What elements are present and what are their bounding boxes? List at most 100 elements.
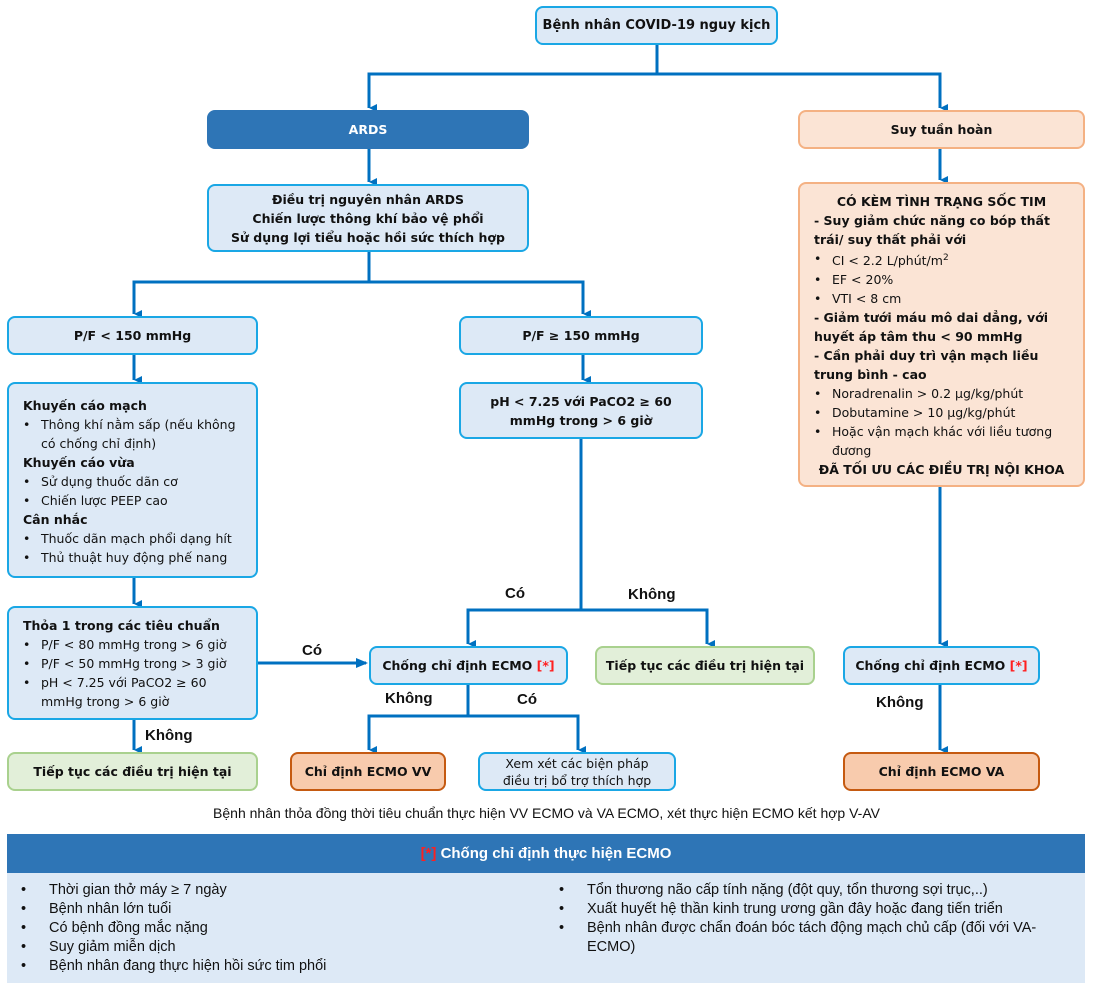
shock-list: Noradrenalin > 0.2 µg/kg/phút Dobutamine…: [814, 384, 1069, 460]
shock-section: - Giảm tưới máu mô dai dẳng, với huyết á…: [814, 310, 1049, 345]
circulatory-label: Suy tuần hoàn: [890, 122, 993, 137]
ph-condition-node: pH < 7.25 với PaCO2 ≥ 60 mmHg trong > 6 …: [459, 382, 703, 439]
arrow-condition-contra: [466, 438, 583, 644]
label-no: Không: [385, 690, 433, 707]
criteria-list: P/F < 80 mmHg trong > 6 giờ P/F < 50 mmH…: [23, 635, 242, 711]
rec-list: Sử dụng thuốc dãn cơ Chiến lược PEEP cao: [23, 472, 178, 510]
contraindication-node-circ: Chống chỉ định ECMO [*]: [843, 646, 1040, 685]
continue-node-left: Tiếp tục các điều trị hiện tại: [7, 752, 258, 791]
criteria-heading: Thỏa 1 trong các tiêu chuẩn: [23, 618, 220, 633]
contraindication-node-ards: Chống chỉ định ECMO [*]: [369, 646, 568, 685]
contra-item: Bệnh nhân lớn tuổi: [21, 900, 547, 919]
supportive-line: Xem xét các biện pháp: [505, 755, 649, 771]
footnote-marker: [*]: [420, 845, 437, 862]
supportive-node: Xem xét các biện pháp điều trị bổ trợ th…: [478, 752, 676, 791]
shock-list: CI < 2.2 L/phút/m2 EF < 20% VTI < 8 cm: [814, 249, 949, 308]
start-node-label: Bệnh nhân COVID-19 nguy kịch: [542, 18, 771, 33]
contra-item: Thời gian thở máy ≥ 7 ngày: [21, 881, 547, 900]
shock-item: EF < 20%: [814, 270, 949, 289]
treatment-line: Sử dụng lợi tiểu hoặc hồi sức thích hợp: [231, 229, 505, 245]
contraindication-panel-body: Thời gian thở máy ≥ 7 ngày Bệnh nhân lớn…: [7, 873, 1085, 983]
treatment-line: Chiến lược thông khí bảo vệ phổi: [252, 210, 484, 226]
continue-label: Tiếp tục các điều trị hiện tại: [605, 658, 805, 673]
rec-heading: Cân nhắc: [23, 512, 88, 527]
rec-item: Thủ thuật huy động phế nang: [23, 548, 232, 567]
condition-line: mmHg trong > 6 giờ: [509, 412, 653, 428]
superscript: 2: [942, 253, 949, 263]
recommendations-node: Khuyến cáo mạch Thông khí nằm sấp (nếu k…: [7, 382, 258, 578]
contra-col-left: Thời gian thở máy ≥ 7 ngày Bệnh nhân lớn…: [7, 881, 547, 976]
arrow-to-high-pf: [369, 280, 583, 314]
arrow-contra-supportive: [468, 714, 578, 750]
rec-item: Chiến lược PEEP cao: [23, 491, 178, 510]
high-pf-label: P/F ≥ 150 mmHg: [522, 328, 640, 343]
circulatory-node: Suy tuần hoàn: [798, 110, 1085, 149]
criteria-item: P/F < 50 mmHg trong > 3 giờ: [23, 654, 242, 673]
ards-treatment-node: Điều trị nguyên nhân ARDS Chiến lược thô…: [207, 184, 529, 252]
arrow-to-circulatory: [657, 72, 940, 108]
contra-col-right: Tổn thương não cấp tính nặng (đột quy, t…: [545, 881, 1065, 957]
label-yes: Có: [302, 642, 322, 659]
arrow-condition-continue: [581, 608, 707, 644]
footnote-marker: [*]: [536, 658, 555, 673]
shock-item: Dobutamine > 10 µg/kg/phút: [814, 403, 1069, 422]
combined-ecmo-note: Bệnh nhân thỏa đồng thời tiêu chuẩn thực…: [213, 805, 880, 821]
rec-item: Sử dụng thuốc dãn cơ: [23, 472, 178, 491]
label-yes: Có: [517, 691, 537, 708]
contra-list: Tổn thương não cấp tính nặng (đột quy, t…: [545, 881, 1065, 957]
shock-item: Hoặc vận mạch khác với liều tương đương: [814, 422, 1069, 460]
shock-item: Noradrenalin > 0.2 µg/kg/phút: [814, 384, 1069, 403]
criteria-item: P/F < 80 mmHg trong > 6 giờ: [23, 635, 242, 654]
condition-line: pH < 7.25 với PaCO2 ≥ 60: [490, 393, 672, 409]
treatment-line: Điều trị nguyên nhân ARDS: [271, 191, 465, 207]
ards-node: ARDS: [207, 110, 529, 149]
ecmo-va-label: Chỉ định ECMO VA: [878, 764, 1005, 779]
rec-item: Thuốc dãn mạch phổi dạng hít: [23, 529, 232, 548]
contraindication-label: Chống chỉ định ECMO: [382, 658, 533, 673]
ards-label: ARDS: [348, 122, 388, 137]
contra-item: Bệnh nhân đang thực hiện hồi sức tim phổ…: [21, 957, 547, 976]
label-yes: Có: [505, 585, 525, 602]
rec-heading: Khuyến cáo mạch: [23, 398, 147, 413]
panel-title: Chống chỉ định thực hiện ECMO: [440, 845, 672, 862]
shock-section: - Suy giảm chức năng co bóp thất trái/ s…: [814, 213, 1050, 247]
shock-item-text: CI < 2.2 L/phút/m: [832, 253, 943, 269]
contra-item: Xuất huyết hệ thần kinh trung ương gần đ…: [559, 900, 1065, 919]
shock-title: CÓ KÈM TÌNH TRẠNG SỐC TIM: [836, 194, 1047, 209]
label-no: Không: [876, 694, 924, 711]
rec-heading: Khuyến cáo vừa: [23, 455, 135, 470]
shock-item: VTI < 8 cm: [814, 289, 949, 308]
arrow-to-ards: [367, 44, 659, 108]
shock-item: CI < 2.2 L/phút/m2: [814, 249, 949, 270]
contra-item: Có bệnh đồng mắc nặng: [21, 919, 547, 938]
contra-item: Bệnh nhân được chẩn đoán bóc tách động m…: [559, 919, 1065, 957]
shock-footer: ĐÃ TỐI ƯU CÁC ĐIỀU TRỊ NỘI KHOA: [818, 462, 1065, 478]
low-pf-label: P/F < 150 mmHg: [73, 328, 192, 343]
low-pf-node: P/F < 150 mmHg: [7, 316, 258, 355]
continue-node-right: Tiếp tục các điều trị hiện tại: [595, 646, 815, 685]
criteria-node: Thỏa 1 trong các tiêu chuẩn P/F < 80 mmH…: [7, 606, 258, 720]
rec-list: Thông khí nằm sấp (nếu không có chống ch…: [23, 415, 242, 453]
contra-item: Tổn thương não cấp tính nặng (đột quy, t…: [559, 881, 1065, 900]
ecmo-va-node: Chỉ định ECMO VA: [843, 752, 1040, 791]
label-no: Không: [628, 586, 676, 603]
contraindication-panel-header: [*] Chống chỉ định thực hiện ECMO: [7, 834, 1085, 873]
label-no: Không: [145, 727, 193, 744]
arrow-contra-vv: [367, 684, 470, 750]
rec-item: Thông khí nằm sấp (nếu không có chống ch…: [23, 415, 242, 453]
supportive-line: điều trị bổ trợ thích hợp: [502, 772, 652, 788]
rec-list: Thuốc dãn mạch phổi dạng hít Thủ thuật h…: [23, 529, 232, 567]
continue-label: Tiếp tục các điều trị hiện tại: [33, 764, 232, 779]
ecmo-vv-label: Chỉ định ECMO VV: [304, 764, 432, 779]
shock-section: - Cần phải duy trì vận mạch liều trung b…: [814, 348, 1039, 383]
contra-item: Suy giảm miễn dịch: [21, 938, 547, 957]
arrow-to-low-pf: [132, 251, 371, 314]
criteria-item: pH < 7.25 với PaCO2 ≥ 60 mmHg trong > 6 …: [23, 673, 242, 711]
high-pf-node: P/F ≥ 150 mmHg: [459, 316, 703, 355]
ecmo-vv-node: Chỉ định ECMO VV: [290, 752, 446, 791]
cardiogenic-shock-node: CÓ KÈM TÌNH TRẠNG SỐC TIM - Suy giảm chứ…: [798, 182, 1085, 487]
start-node: Bệnh nhân COVID-19 nguy kịch: [535, 6, 778, 45]
contra-list: Thời gian thở máy ≥ 7 ngày Bệnh nhân lớn…: [7, 881, 547, 976]
contraindication-label: Chống chỉ định ECMO: [855, 658, 1006, 673]
